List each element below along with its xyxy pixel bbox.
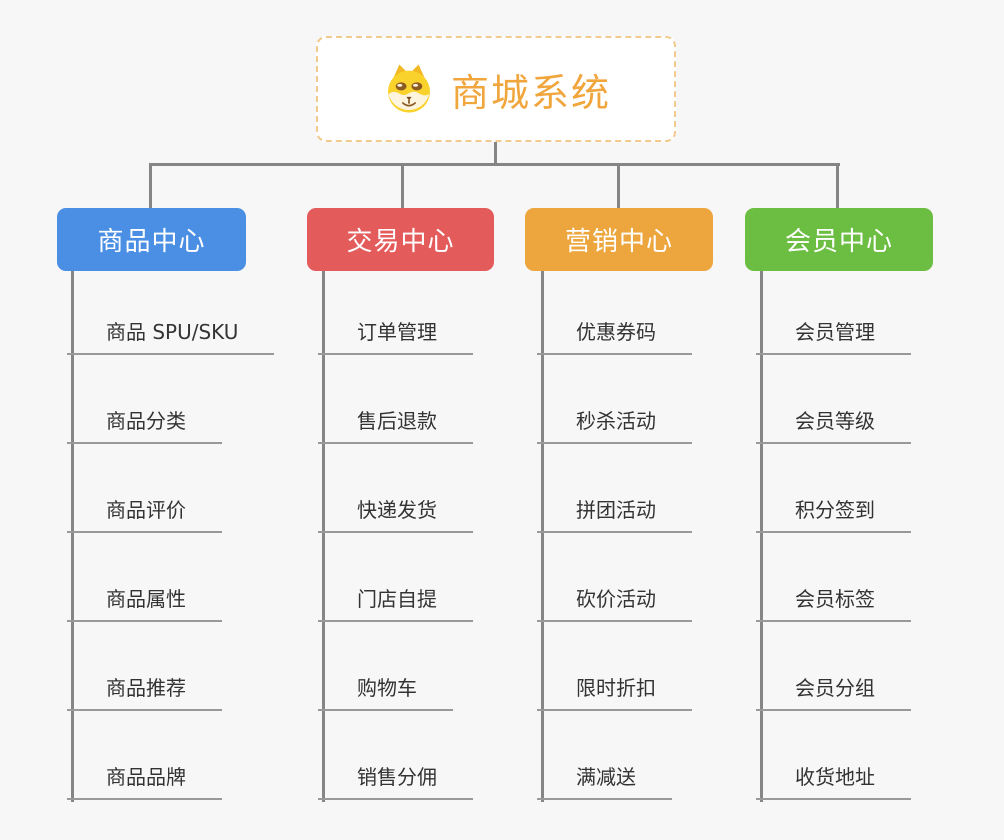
leaf-node[interactable]: 会员标签 bbox=[756, 576, 911, 622]
leaf-node[interactable]: 秒杀活动 bbox=[537, 398, 692, 444]
leaf-node[interactable]: 购物车 bbox=[318, 665, 453, 711]
leaf-node[interactable]: 砍价活动 bbox=[537, 576, 692, 622]
branch-node-trade-center[interactable]: 交易中心 bbox=[307, 208, 494, 271]
connector-drop-member bbox=[836, 163, 839, 208]
branch-node-marketing-center[interactable]: 营销中心 bbox=[525, 208, 713, 271]
branch-node-product-center[interactable]: 商品中心 bbox=[57, 208, 246, 271]
leaf-node[interactable]: 商品分类 bbox=[67, 398, 222, 444]
leaf-node[interactable]: 订单管理 bbox=[318, 309, 473, 355]
leaf-node[interactable]: 优惠券码 bbox=[537, 309, 692, 355]
leaf-node[interactable]: 收货地址 bbox=[756, 754, 911, 800]
leaf-node[interactable]: 销售分佣 bbox=[318, 754, 473, 800]
leaf-node[interactable]: 商品评价 bbox=[67, 487, 222, 533]
root-node-mall-system[interactable]: 商城系统 bbox=[316, 36, 676, 142]
leaf-node[interactable]: 会员等级 bbox=[756, 398, 911, 444]
branch-children-trade-center: 订单管理 售后退款 快递发货 门店自提 购物车 销售分佣 bbox=[318, 271, 568, 804]
branch-spine-line bbox=[71, 271, 74, 802]
leaf-node[interactable]: 会员分组 bbox=[756, 665, 911, 711]
leaf-node[interactable]: 满减送 bbox=[537, 754, 672, 800]
leaf-node[interactable]: 商品品牌 bbox=[67, 754, 222, 800]
branch-spine-line bbox=[322, 271, 325, 802]
connector-root-stub bbox=[494, 142, 497, 166]
leaf-node[interactable]: 商品推荐 bbox=[67, 665, 222, 711]
doge-icon bbox=[387, 64, 430, 113]
branch-children-member-center: 会员管理 会员等级 积分签到 会员标签 会员分组 收货地址 bbox=[756, 271, 1004, 804]
branch-spine-line bbox=[760, 271, 763, 802]
leaf-node[interactable]: 快递发货 bbox=[318, 487, 473, 533]
leaf-node[interactable]: 门店自提 bbox=[318, 576, 473, 622]
leaf-node[interactable]: 限时折扣 bbox=[537, 665, 692, 711]
branch-node-member-center[interactable]: 会员中心 bbox=[745, 208, 933, 271]
connector-drop-product bbox=[149, 163, 152, 208]
connector-drop-trade bbox=[401, 163, 404, 208]
leaf-node[interactable]: 会员管理 bbox=[756, 309, 911, 355]
leaf-node[interactable]: 售后退款 bbox=[318, 398, 473, 444]
leaf-node[interactable]: 商品 SPU/SKU bbox=[67, 309, 275, 355]
leaf-node[interactable]: 拼团活动 bbox=[537, 487, 692, 533]
leaf-node[interactable]: 积分签到 bbox=[756, 487, 911, 533]
leaf-node[interactable]: 商品属性 bbox=[67, 576, 222, 622]
branch-spine-line bbox=[541, 271, 544, 802]
root-title: 商城系统 bbox=[450, 70, 611, 115]
branch-children-product-center: 商品 SPU/SKU 商品分类 商品评价 商品属性 商品推荐 商品品牌 bbox=[67, 271, 317, 804]
connector-drop-marketing bbox=[617, 163, 620, 208]
branch-children-marketing-center: 优惠券码 秒杀活动 拼团活动 砍价活动 限时折扣 满减送 bbox=[537, 271, 787, 804]
connector-horizontal bbox=[149, 163, 840, 166]
